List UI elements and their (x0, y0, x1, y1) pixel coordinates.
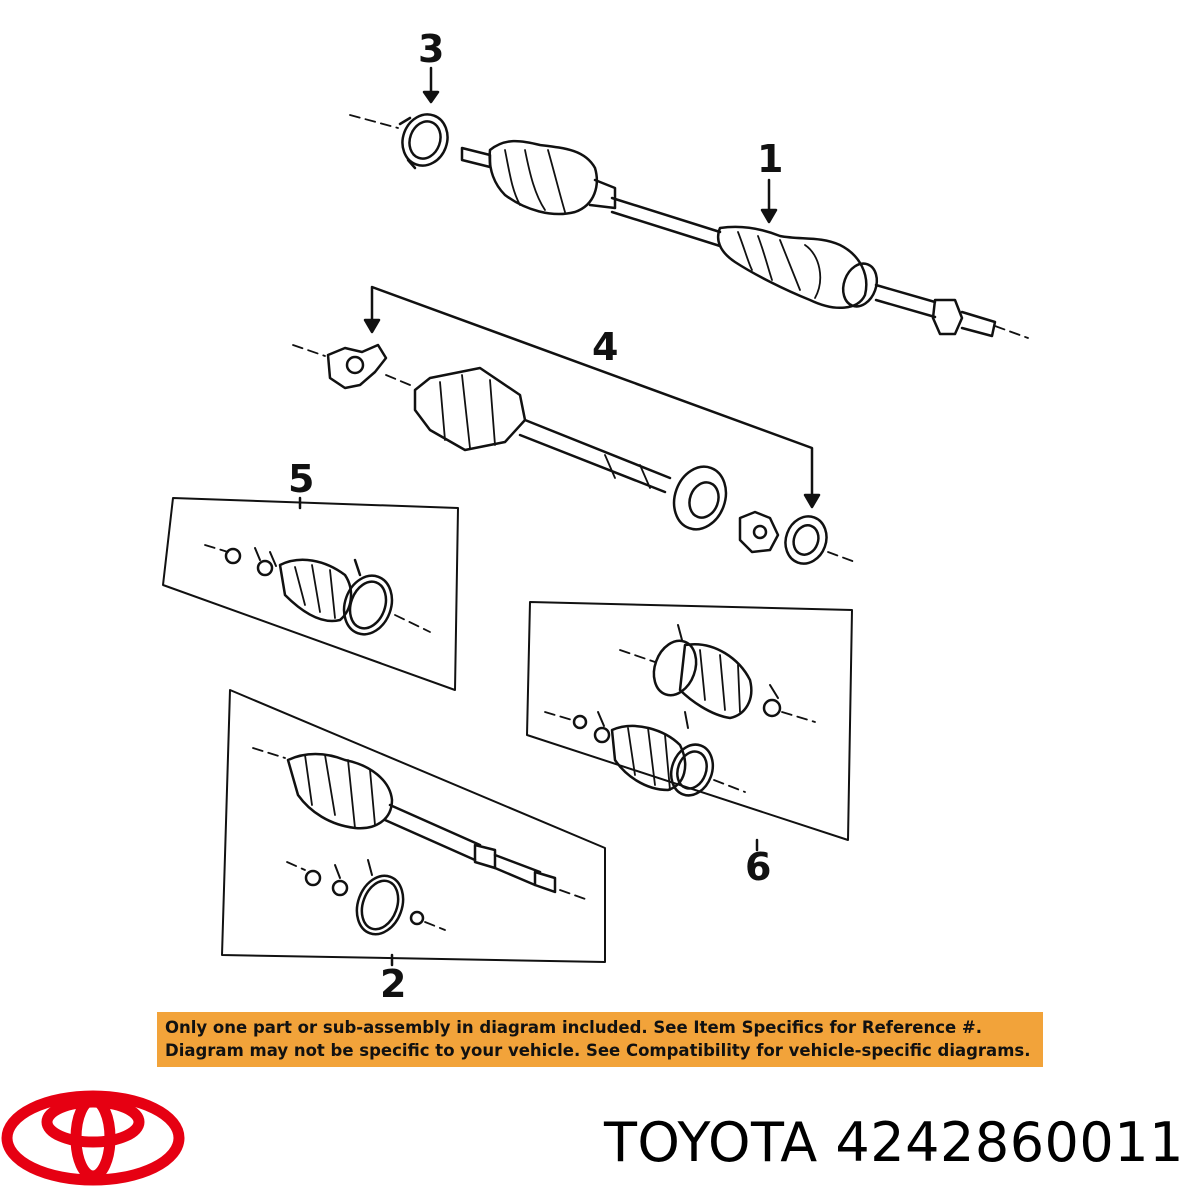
diagram-disclaimer-banner: Only one part or sub-assembly in diagram… (157, 1012, 1043, 1067)
part-2-axle-kit: 2 (221, 689, 606, 1000)
disclaimer-line-2: Diagram may not be specific to your vehi… (165, 1041, 1031, 1060)
brand-part-number: TOYOTA 4242860011 (604, 1108, 1184, 1178)
part-1-drive-shaft-assembly (349, 113, 1029, 339)
callout-label-4: 4 (592, 325, 618, 369)
callout-label-6: 6 (745, 845, 771, 889)
callout-label-2: 2 (380, 962, 406, 1000)
callout-1-group: 1 (757, 137, 783, 224)
part-6-boot-kit: 6 (526, 601, 853, 889)
brand-name: TOYOTA (603, 1111, 818, 1174)
disclaimer-line-1: Only one part or sub-assembly in diagram… (165, 1018, 983, 1037)
cv-axle-exploded-diagram: 3 1 (162, 27, 1029, 1000)
part-4-half-shaft-assembly: 4 (292, 285, 856, 565)
toyota-logo-icon (1, 1090, 185, 1186)
callout-3-group: 3 (418, 27, 444, 104)
callout-label-1: 1 (757, 137, 783, 181)
callout-label-5: 5 (288, 457, 314, 501)
part-5-outer-boot-kit: 5 (162, 457, 459, 691)
part-number: 4242860011 (835, 1111, 1184, 1174)
callout-label-3: 3 (418, 27, 444, 71)
